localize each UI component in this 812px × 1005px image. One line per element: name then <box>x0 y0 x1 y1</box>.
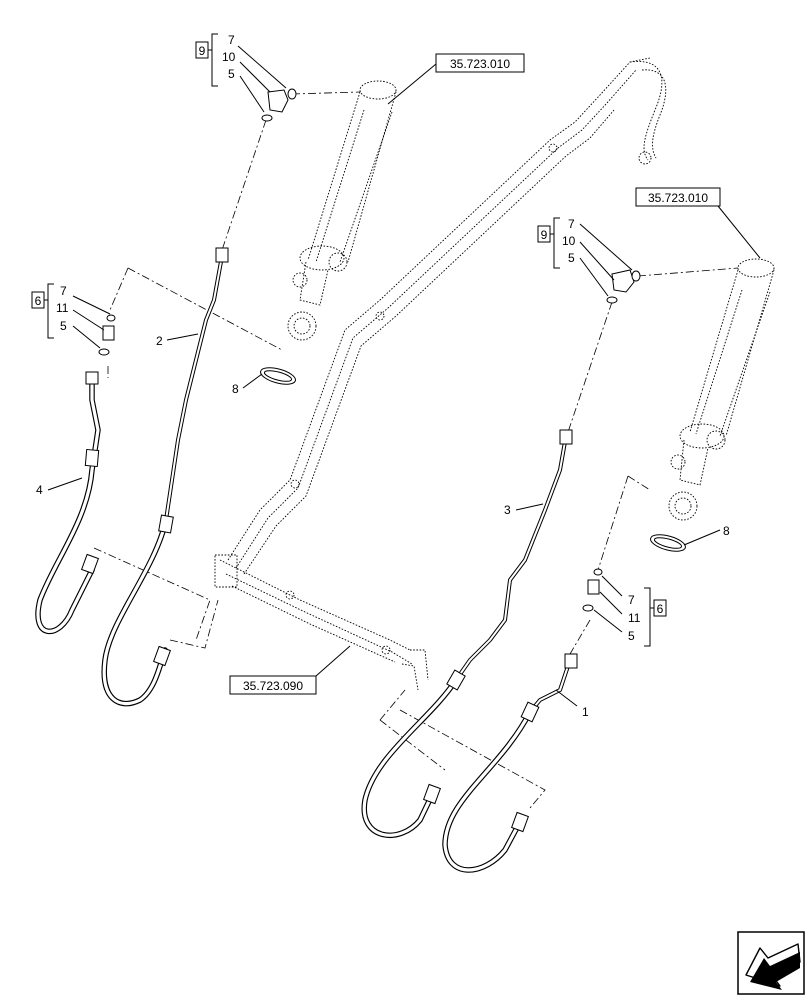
kit-6-left: 6 7 11 5 <box>31 283 69 339</box>
kit9b-item-2: 10 <box>562 234 576 248</box>
ref-box-bottom[interactable]: 35.723.090 <box>229 675 317 695</box>
center-lines <box>93 91 739 809</box>
kit-9-right: 9 7 10 5 <box>537 217 576 269</box>
kit-9-top-left: 9 7 10 5 <box>195 33 236 87</box>
callout-part-8-left[interactable]: 8 <box>232 382 239 396</box>
clamp-8-right <box>650 534 686 552</box>
callout-part-3[interactable]: 3 <box>504 503 511 517</box>
kit6b-item-1: 7 <box>628 593 635 607</box>
kit6a-item-1: 7 <box>60 284 67 298</box>
arrow-back-icon[interactable] <box>737 931 805 995</box>
kit6a-item-2: 11 <box>56 301 69 315</box>
ref-box-right[interactable]: 35.723.010 <box>635 187 721 207</box>
fittings-right-top <box>606 269 641 304</box>
kit9a-number: 9 <box>199 44 206 58</box>
kit6b-box[interactable] <box>653 599 667 617</box>
fittings-left-top <box>261 88 297 122</box>
right-lift-cylinder <box>668 258 775 521</box>
pipe-3 <box>361 429 573 838</box>
callout-part-4[interactable]: 4 <box>36 483 43 497</box>
kit-6-right: 7 11 5 6 <box>628 587 667 647</box>
kit6b-item-3: 5 <box>628 629 635 643</box>
left-lift-cylinder <box>287 80 397 341</box>
leader-lines <box>47 45 761 707</box>
kit6b-number: 6 <box>657 602 664 616</box>
kit9b-item-3: 5 <box>568 251 575 265</box>
fittings-left-mid <box>98 314 116 356</box>
clamp-8-left <box>260 367 296 385</box>
ref-top-text: 35.723.010 <box>450 57 510 71</box>
ref-right-text: 35.723.010 <box>648 191 708 205</box>
lift-arm-pipe-assembly <box>214 57 667 691</box>
hose-1 <box>442 653 578 873</box>
ref-bottom-text: 35.723.090 <box>243 679 303 693</box>
kit6a-item-3: 5 <box>60 319 67 333</box>
kit9a-item-3: 5 <box>228 67 235 81</box>
kit9a-item-1: 7 <box>228 33 235 47</box>
fittings-right-mid <box>582 568 603 612</box>
kit6b-item-2: 11 <box>628 611 641 625</box>
hose-4 <box>35 371 101 635</box>
kit9b-item-1: 7 <box>568 217 575 231</box>
pipe-2 <box>101 247 229 707</box>
kit9a-item-2: 10 <box>222 50 236 64</box>
ref-box-top[interactable]: 35.723.010 <box>435 53 525 73</box>
callout-part-1[interactable]: 1 <box>582 705 589 719</box>
kit6a-number: 6 <box>35 294 42 308</box>
callout-part-8-right[interactable]: 8 <box>723 524 730 538</box>
callout-part-2[interactable]: 2 <box>156 334 163 348</box>
kit9b-number: 9 <box>541 228 548 242</box>
